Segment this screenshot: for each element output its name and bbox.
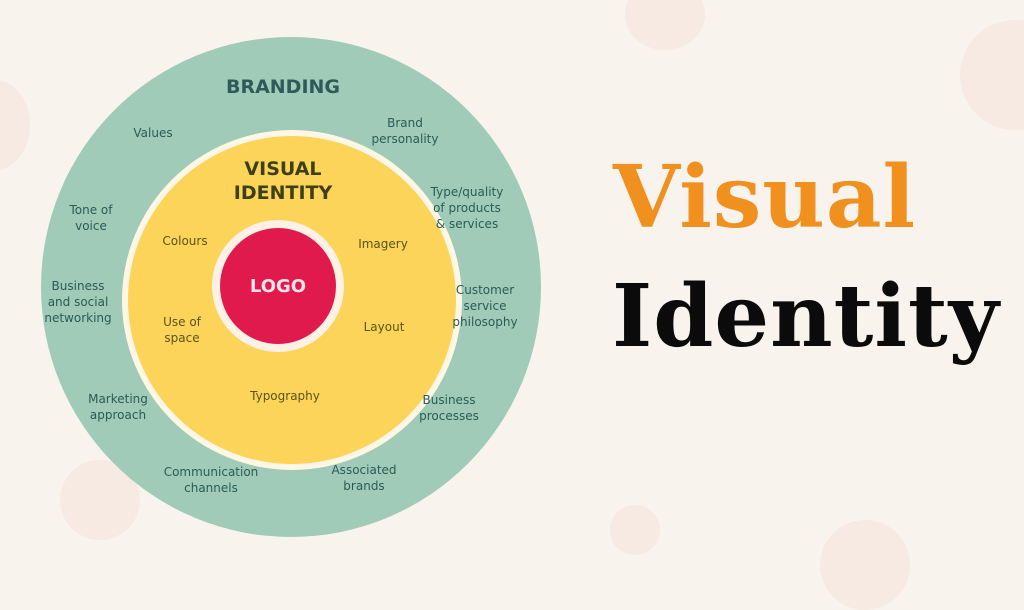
visual-identity-item: Use of space xyxy=(163,315,201,345)
decor-blob xyxy=(820,520,910,610)
branding-item: Tone of voice xyxy=(69,203,113,233)
decor-blob xyxy=(610,505,660,555)
headline-identity: Identity xyxy=(612,266,1000,367)
visual-identity-item: Typography xyxy=(250,389,320,403)
branding-item: Type/quality of products & services xyxy=(430,185,504,231)
visual-identity-item: Colours xyxy=(162,234,208,248)
branding-item: Marketing approach xyxy=(88,392,148,422)
branding-item: Business processes xyxy=(419,393,479,423)
visual-identity-item: Layout xyxy=(363,320,405,334)
decor-blob xyxy=(960,20,1024,130)
branding-item: Communication channels xyxy=(163,465,259,495)
visual-identity-title: VISUAL IDENTITY xyxy=(233,158,333,204)
branding-item: Values xyxy=(133,126,173,140)
logo-circle: LOGO xyxy=(220,228,336,344)
branding-item: Business and social networking xyxy=(44,279,112,325)
branding-item: Customer service philosophy xyxy=(452,283,518,329)
headline-visual: Visual xyxy=(613,147,917,248)
branding-item: Associated brands xyxy=(331,463,397,493)
visual-identity-item: Imagery xyxy=(358,237,408,251)
decor-blob xyxy=(625,0,705,50)
branding-item: Brand personality xyxy=(371,116,439,146)
logo-label: LOGO xyxy=(249,275,307,297)
branding-title: BRANDING xyxy=(225,76,341,98)
decor-blob xyxy=(0,80,30,170)
